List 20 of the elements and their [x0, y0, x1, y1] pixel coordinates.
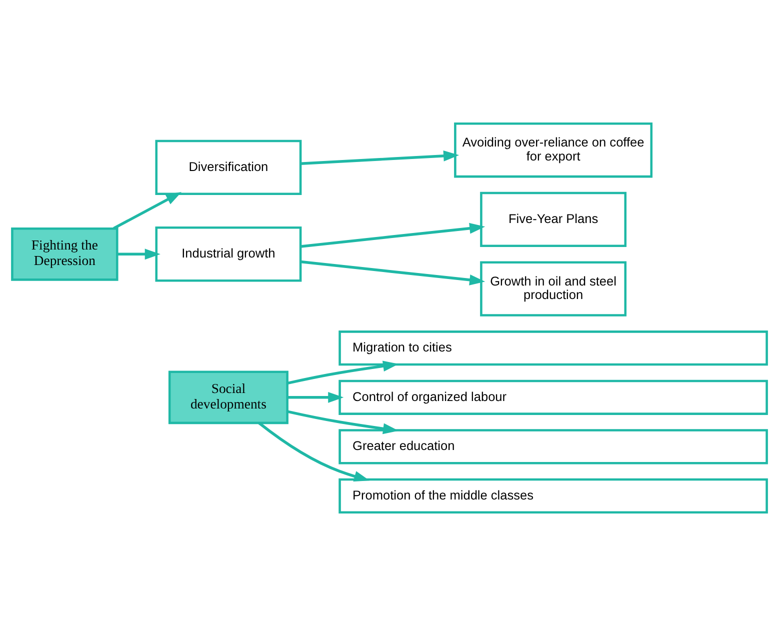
arrow — [117, 248, 160, 260]
node-box: Diversification — [155, 140, 302, 196]
node-box: Growth in oil and steel production — [480, 261, 626, 316]
node-box: Migration to cities — [338, 330, 768, 366]
arrow — [288, 392, 344, 403]
arrow — [287, 360, 399, 385]
node-box: Social developments — [168, 370, 288, 424]
node-box: Avoiding over-reliance on coffee for export — [454, 122, 652, 178]
arrow — [300, 260, 486, 286]
node-box: Control of organized labour — [338, 380, 768, 415]
arrow — [113, 192, 182, 230]
node-box: Greater education — [338, 429, 768, 464]
arrow — [287, 410, 399, 434]
node-box: Five-Year Plans — [480, 192, 626, 248]
arrow — [258, 422, 370, 482]
arrow — [300, 150, 460, 165]
node-box: Promotion of the middle classes — [338, 478, 768, 514]
arrow — [300, 222, 486, 248]
node-box: Fighting the Depression — [11, 227, 118, 281]
node-box: Industrial growth — [155, 226, 302, 282]
